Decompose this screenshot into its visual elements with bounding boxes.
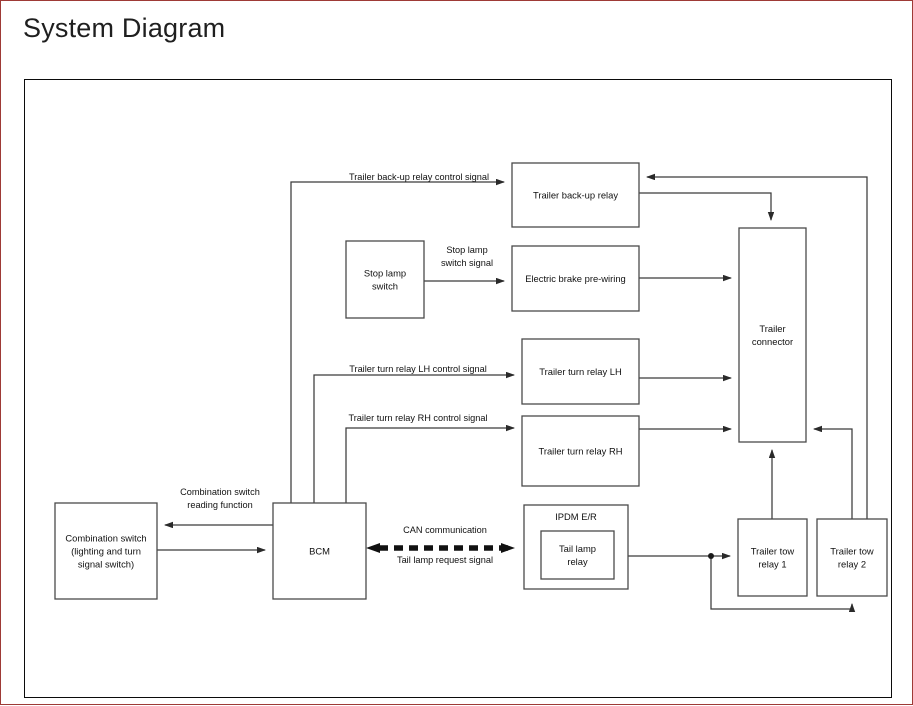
node-box-stop-lamp-switch[interactable]	[345, 240, 425, 319]
node-box-trailer-turn-relay-lh[interactable]	[521, 338, 640, 405]
node-box-combination-switch[interactable]	[54, 502, 158, 600]
node-trailer-turn-relay-rh[interactable]: Trailer turn relay RH	[521, 415, 640, 487]
wire-bcm-to-turn-relay-rh	[345, 424, 515, 503]
node-bcm[interactable]: BCM	[272, 502, 367, 600]
page-title: System Diagram	[23, 13, 226, 43]
node-box-electric-brake-prewiring[interactable]	[511, 245, 640, 312]
node-box-bcm[interactable]	[272, 502, 367, 600]
wire-bcm-to-turn-relay-lh	[313, 371, 515, 503]
node-box-trailer-backup-relay[interactable]	[511, 162, 640, 228]
wire-backup-relay-to-connector	[639, 192, 775, 221]
node-box-trailer-tow-relay-1[interactable]	[737, 518, 808, 597]
wire-tow-relay-2-to-connector	[813, 425, 853, 519]
node-electric-brake-prewiring[interactable]: Electric brake pre-wiring	[511, 245, 640, 312]
node-combination-switch[interactable]: Combination switch(lighting and turnsign…	[54, 502, 158, 600]
node-trailer-turn-relay-lh[interactable]: Trailer turn relay LH	[521, 338, 640, 405]
node-box-trailer-tow-relay-2[interactable]	[816, 518, 888, 597]
node-box-tail-lamp-relay[interactable]	[540, 530, 615, 580]
wire-connector-return-to-backup	[646, 173, 868, 519]
node-box-trailer-turn-relay-rh[interactable]	[521, 415, 640, 487]
wire-tow-relay-2-feedback	[710, 556, 856, 612]
wires-layer	[157, 173, 868, 612]
wire-bcm-to-backup-relay	[290, 178, 505, 503]
node-box-trailer-connector[interactable]	[738, 227, 807, 443]
node-trailer-backup-relay[interactable]: Trailer back-up relay	[511, 162, 640, 228]
